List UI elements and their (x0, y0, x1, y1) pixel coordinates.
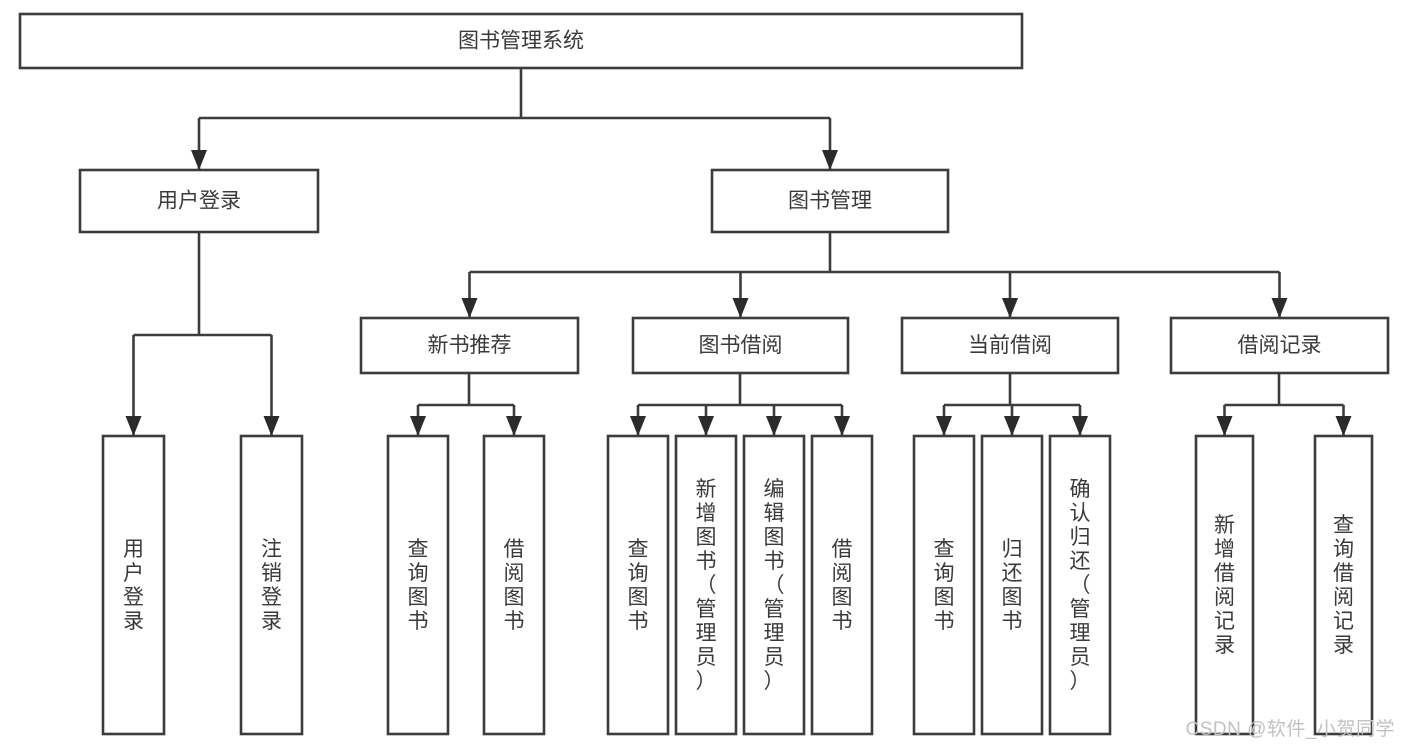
arrow-head-icon (630, 416, 646, 436)
node-label: 借阅图书 (504, 538, 525, 633)
node-leaf-borrow-1[interactable]: 查询图书 (606, 434, 670, 736)
arrow-head-icon (834, 416, 850, 436)
arrow-head-icon (822, 150, 838, 170)
node-leaf-newbook-1[interactable]: 查询图书 (386, 434, 450, 736)
node-label: 注销登录 (261, 538, 282, 633)
node-box (742, 434, 806, 736)
node-box (18, 12, 1024, 70)
node-leaf-newbook-2[interactable]: 借阅图书 (482, 434, 546, 736)
node-box (239, 434, 304, 736)
node-bookmgr[interactable]: 图书管理 (710, 168, 950, 234)
arrow-head-icon (191, 150, 207, 170)
node-leaf-current-2[interactable]: 归还图书 (980, 434, 1044, 736)
arrow-head-icon (506, 416, 522, 436)
node-root[interactable]: 图书管理系统 (18, 12, 1024, 70)
node-label: 图书管理系统 (458, 30, 584, 53)
node-label: 新书推荐 (428, 334, 512, 357)
node-label: 归还图书 (1002, 538, 1023, 633)
node-label: 查询借阅记录 (1333, 514, 1354, 657)
node-label: 借阅图书 (832, 538, 853, 633)
node-box (1048, 434, 1112, 736)
node-leaf-records-1[interactable]: 新增借阅记录 (1194, 434, 1255, 736)
node-box (386, 434, 450, 736)
node-label: 借阅记录 (1238, 334, 1322, 357)
node-leaf-login-1[interactable]: 用户登录 (101, 434, 166, 736)
node-box (359, 316, 580, 375)
node-box (1169, 316, 1390, 375)
arrow-head-icon (410, 416, 426, 436)
node-current[interactable]: 当前借阅 (900, 316, 1120, 375)
arrow-head-icon (698, 416, 714, 436)
node-label: 编辑图书（管理员） (764, 478, 785, 693)
arrow-head-icon (732, 298, 749, 318)
node-label: 当前借阅 (968, 334, 1052, 357)
node-box (1313, 434, 1374, 736)
watermark-text: CSDN @软件_小贺同学 (1185, 719, 1395, 740)
node-label: 新增借阅记录 (1214, 514, 1235, 657)
node-box (674, 434, 738, 736)
node-box (101, 434, 166, 736)
node-leaf-current-1[interactable]: 查询图书 (912, 434, 976, 736)
arrow-head-icon (1002, 298, 1018, 318)
node-box (78, 168, 320, 234)
node-leaf-borrow-4[interactable]: 借阅图书 (810, 434, 874, 736)
node-leaf-borrow-2[interactable]: 新增图书（管理员） (674, 434, 738, 736)
node-label: 用户登录 (123, 538, 144, 633)
arrow-head-icon (263, 416, 280, 436)
node-box (710, 168, 950, 234)
node-label: 图书借阅 (699, 334, 783, 357)
arrow-head-icon (125, 416, 142, 436)
node-box (1194, 434, 1255, 736)
arrow-head-icon (1335, 416, 1352, 436)
node-label: 用户登录 (157, 190, 241, 213)
node-box (482, 434, 546, 736)
node-leaf-login-2[interactable]: 注销登录 (239, 434, 304, 736)
arrow-head-icon (1072, 416, 1088, 436)
arrow-head-icon (766, 416, 782, 436)
arrow-head-icon (936, 416, 952, 436)
node-borrow[interactable]: 图书借阅 (631, 316, 850, 375)
arrow-head-icon (1004, 416, 1020, 436)
node-label: 查询图书 (408, 538, 429, 633)
node-leaf-records-2[interactable]: 查询借阅记录 (1313, 434, 1374, 736)
node-box (631, 316, 850, 375)
node-records[interactable]: 借阅记录 (1169, 316, 1390, 375)
node-newbook[interactable]: 新书推荐 (359, 316, 580, 375)
arrow-head-icon (461, 298, 478, 318)
node-leaf-current-3[interactable]: 确认归还（管理员） (1048, 434, 1112, 736)
node-login[interactable]: 用户登录 (78, 168, 320, 234)
node-box (900, 316, 1120, 375)
node-leaf-borrow-3[interactable]: 编辑图书（管理员） (742, 434, 806, 736)
node-box (980, 434, 1044, 736)
node-label: 新增图书（管理员） (696, 478, 717, 693)
node-label: 查询图书 (934, 538, 955, 633)
node-box (606, 434, 670, 736)
node-label: 图书管理 (788, 190, 872, 213)
node-label: 查询图书 (628, 538, 649, 633)
node-box (912, 434, 976, 736)
node-box (810, 434, 874, 736)
arrow-head-icon (1271, 298, 1288, 318)
arrow-head-icon (1216, 416, 1233, 436)
node-label: 确认归还（管理员） (1070, 478, 1091, 693)
